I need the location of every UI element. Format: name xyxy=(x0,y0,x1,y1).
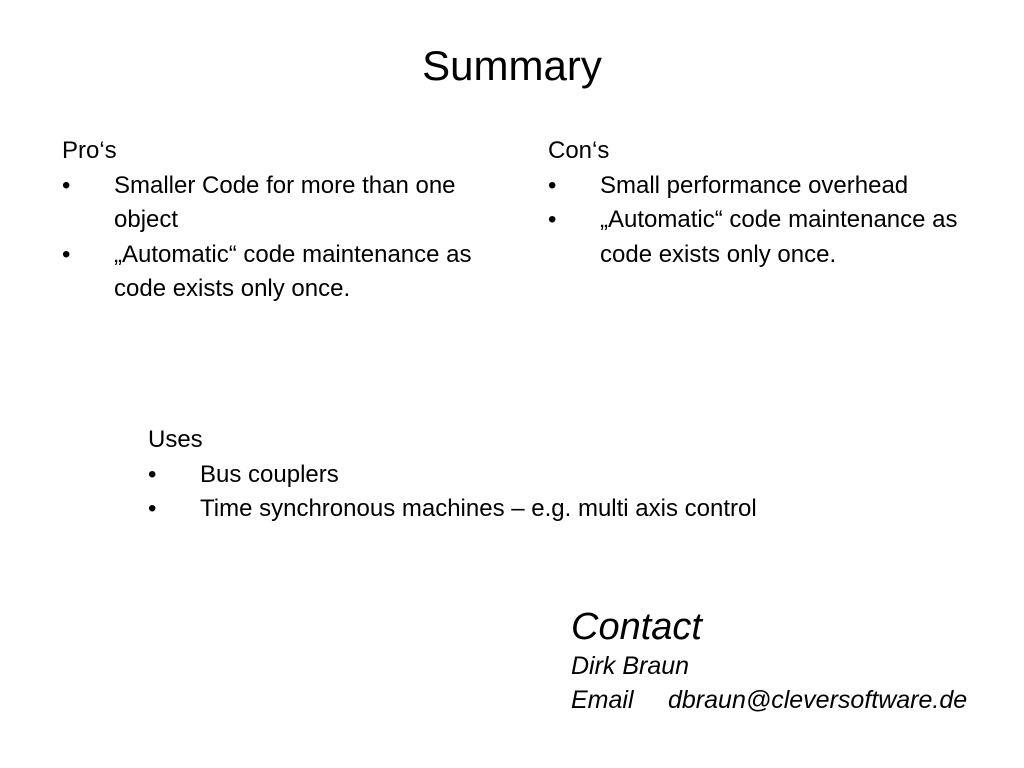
cons-item-text: „Automatic“ code maintenance as code exi… xyxy=(600,206,958,268)
bullet-icon: • xyxy=(548,171,557,199)
uses-heading: Uses xyxy=(148,426,203,453)
list-item: • Bus couplers xyxy=(148,458,948,493)
bullet-icon: • xyxy=(148,460,157,488)
bullet-icon: • xyxy=(62,240,71,268)
list-item: • Smaller Code for more than one object xyxy=(62,169,482,238)
list-item: • „Automatic“ code maintenance as code e… xyxy=(548,203,968,272)
bullet-icon: • xyxy=(148,495,157,522)
uses-item-text: Time synchronous machines – e.g. multi a… xyxy=(200,495,757,522)
contact-block: Contact Dirk Braun Email dbraun@cleversof… xyxy=(571,605,967,717)
cons-item-text: Small performance overhead xyxy=(600,171,909,199)
uses-section: Uses • Bus couplers • Time synchronous m… xyxy=(148,423,948,527)
pros-list: • Smaller Code for more than one object … xyxy=(62,169,482,307)
bullet-icon: • xyxy=(548,206,557,233)
cons-list: • Small performance overhead • „Automati… xyxy=(548,169,968,273)
uses-item-text: Bus couplers xyxy=(200,460,339,488)
list-item: • Time synchronous machines – e.g. multi… xyxy=(148,492,948,527)
cons-section: Con‘s • Small performance overhead • „Au… xyxy=(548,134,968,272)
email-address[interactable]: dbraun@cleversoftware.de xyxy=(668,686,968,714)
pros-item-text: „Automatic“ code maintenance as code exi… xyxy=(114,240,472,303)
uses-list: • Bus couplers • Time synchronous machin… xyxy=(148,458,948,527)
cons-heading: Con‘s xyxy=(548,137,610,164)
pros-heading: Pro‘s xyxy=(62,137,117,164)
bullet-icon: • xyxy=(62,171,71,199)
contact-heading: Contact xyxy=(571,606,702,648)
list-item: • „Automatic“ code maintenance as code e… xyxy=(62,238,482,307)
contact-name: Dirk Braun xyxy=(571,652,690,680)
email-label: Email xyxy=(571,686,634,714)
slide-title: Summary xyxy=(422,42,602,89)
pros-section: Pro‘s • Smaller Code for more than one o… xyxy=(62,134,482,307)
contact-email-line: Email dbraun@cleversoftware.de xyxy=(571,683,967,717)
pros-item-text: Smaller Code for more than one object xyxy=(114,171,456,234)
list-item: • Small performance overhead xyxy=(548,169,968,204)
